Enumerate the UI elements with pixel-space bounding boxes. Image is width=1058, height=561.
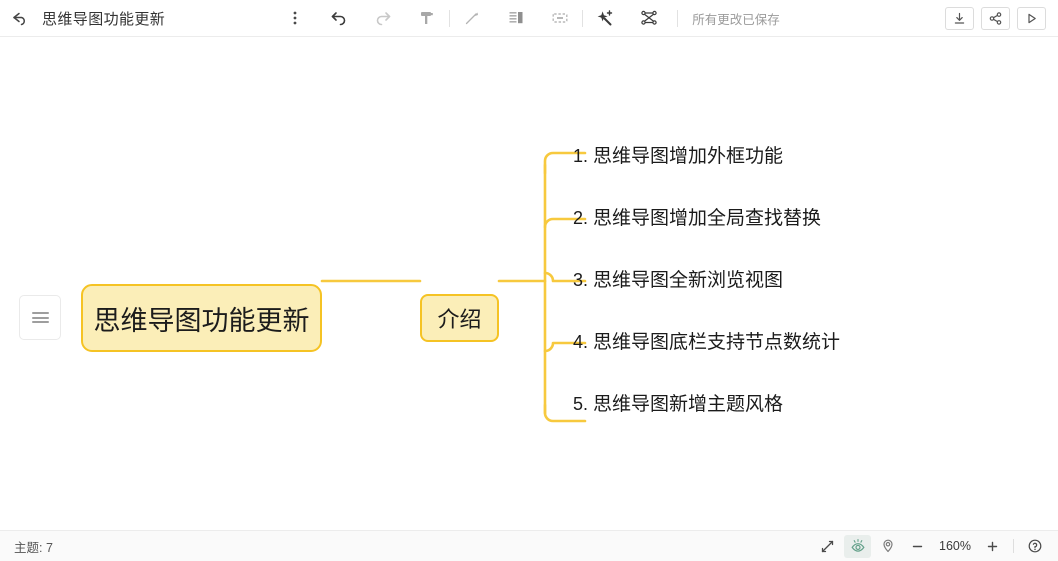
status-divider [1013, 539, 1014, 553]
format-painter-button[interactable] [405, 0, 449, 37]
locate-center-button[interactable] [874, 535, 901, 558]
leaf-label-3: 思维导图全新浏览视图 [593, 270, 784, 291]
format-painter-icon [421, 12, 434, 24]
leaf-node-2[interactable]: 2.思维导图增加全局查找替换 [573, 209, 821, 228]
undo-icon [331, 12, 346, 26]
outline-icon [509, 12, 523, 24]
toolbar-divider [449, 9, 451, 27]
more-options-button[interactable] [273, 0, 317, 37]
leaf-number-5: 5. [573, 394, 589, 414]
leaf-node-5[interactable]: 5.思维导图新增主题风格 [573, 395, 783, 414]
back-arrow-icon [12, 12, 25, 25]
status-bar: 主题: 7 [0, 530, 1058, 561]
location-pin-icon [882, 539, 893, 553]
visibility-toggle-button[interactable] [844, 534, 871, 558]
branch-node-intro[interactable]: 介绍 [420, 294, 499, 342]
save-status: 所有更改已保存 [692, 12, 780, 27]
zoom-in-button[interactable] [979, 535, 1006, 558]
leaf-label-5: 思维导图新增主题风格 [593, 394, 784, 415]
present-button[interactable] [1017, 6, 1046, 30]
eye-visibility-icon [850, 539, 865, 552]
document-title[interactable]: 思维导图功能更新 [42, 10, 166, 28]
hamburger-menu-icon [31, 310, 49, 326]
back-button[interactable] [0, 0, 38, 37]
download-icon [954, 12, 965, 24]
undo-button[interactable] [317, 0, 361, 37]
structure-button[interactable] [627, 0, 671, 37]
play-present-icon [1028, 13, 1036, 23]
leaf-label-1: 思维导图增加外框功能 [593, 146, 784, 167]
leaf-node-3[interactable]: 3.思维导图全新浏览视图 [573, 271, 783, 290]
share-button[interactable] [981, 6, 1010, 30]
mindmap-canvas[interactable]: 思维导图功能更新 介绍 1.思维导图增加外框功能 2.思维导图增加全局查找替换 … [0, 37, 1058, 530]
frame-button[interactable] [538, 0, 582, 37]
pen-button[interactable] [450, 0, 494, 37]
pen-icon [466, 12, 479, 25]
fullscreen-arrows-icon [821, 540, 834, 552]
node-menu-button[interactable] [19, 295, 61, 340]
magic-wand-plus-icon [597, 10, 613, 26]
share-icon [989, 11, 1002, 25]
status-bar-controls: 160% [814, 534, 1058, 558]
zoom-level[interactable]: 160% [939, 539, 971, 553]
outline-button[interactable] [494, 0, 538, 37]
plus-icon [987, 541, 998, 551]
connector-lines [320, 151, 587, 423]
zoom-out-button[interactable] [904, 535, 931, 558]
leaf-number-1: 1. [573, 146, 589, 166]
download-button[interactable] [945, 6, 974, 30]
leaf-node-4[interactable]: 4.思维导图底栏支持节点数统计 [573, 333, 840, 352]
topic-count: 主题: 7 [14, 540, 53, 555]
root-node[interactable]: 思维导图功能更新 [81, 284, 322, 352]
help-button[interactable] [1021, 535, 1048, 558]
toolbar-right-actions [945, 6, 1058, 30]
more-vertical-icon [293, 11, 297, 25]
leaf-label-2: 思维导图增加全局查找替换 [593, 208, 822, 229]
minus-icon [912, 545, 923, 547]
leaf-number-4: 4. [573, 332, 589, 352]
toolbar-actions: 所有更改已保存 [273, 0, 780, 37]
leaf-number-2: 2. [573, 208, 589, 228]
redo-icon [376, 12, 391, 26]
structure-icon [641, 10, 657, 25]
toolbar-divider-3 [677, 9, 679, 27]
leaf-label-4: 思维导图底栏支持节点数统计 [593, 332, 841, 353]
frame-icon [552, 13, 568, 23]
top-toolbar: 思维导图功能更新 [0, 0, 1058, 37]
ai-magic-button[interactable] [583, 0, 627, 37]
fullscreen-button[interactable] [814, 535, 841, 558]
leaf-node-1[interactable]: 1.思维导图增加外框功能 [573, 147, 783, 166]
leaf-number-3: 3. [573, 270, 589, 290]
toolbar-divider-2 [582, 9, 584, 27]
redo-button[interactable] [361, 0, 405, 37]
help-circle-icon [1028, 539, 1041, 553]
